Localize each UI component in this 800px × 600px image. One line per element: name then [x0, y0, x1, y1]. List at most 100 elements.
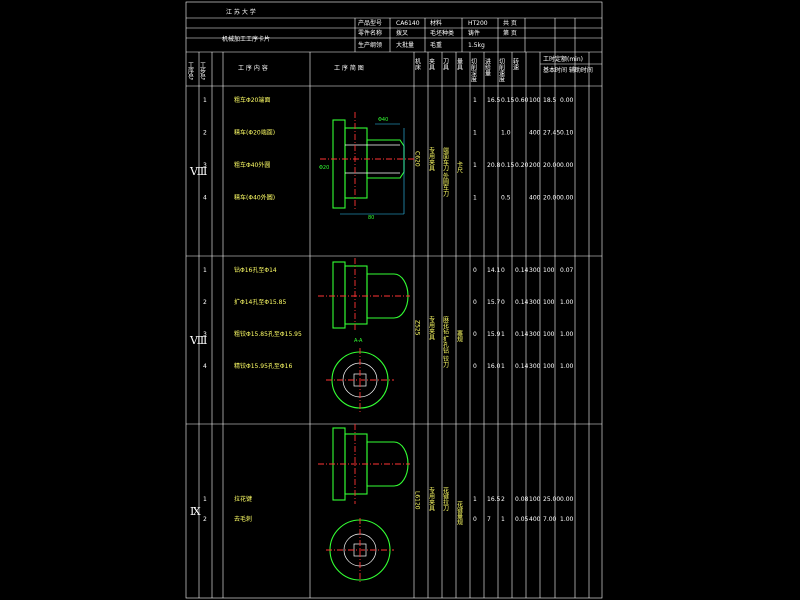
step-parameter: 0.60 [515, 97, 529, 104]
step-parameter: 0.00 [560, 496, 574, 503]
step-parameter: 300 [529, 267, 541, 274]
step-parameter: 0 [473, 299, 477, 306]
step-parameter: 0.00 [560, 162, 574, 169]
fixture-name: 专用夹具 [428, 486, 435, 512]
step-parameter: 0.08 [515, 496, 529, 503]
sketch-1: 80 Φ40 Φ20 [319, 112, 415, 221]
col-feed: 进给量 [484, 57, 491, 77]
card-title: 机械加工工序卡片 [222, 35, 270, 43]
substep-content: 粗车Φ40外圆 [234, 161, 270, 169]
product-model: CA6140 [396, 20, 420, 27]
school-name: 江 苏 大 学 [226, 8, 256, 16]
step-parameter: 0.00 [560, 195, 574, 202]
step-parameter: 100 [543, 363, 555, 370]
col-cut-depth: 切削深度 [470, 58, 477, 83]
tool-name: 麻花钻 扩孔钻 铰刀 [442, 315, 449, 369]
sheet-frame [185, 1, 603, 599]
step-parameter: 1 [473, 162, 477, 169]
sketch-3 [318, 424, 410, 584]
substep-content: 拉花键 [234, 495, 252, 503]
blank-label: 毛坯种类 [430, 29, 454, 37]
production-value: 大批量 [396, 41, 414, 49]
production-label: 生产纲领 [358, 41, 382, 49]
step-parameter: 0.05 [515, 516, 529, 523]
step-parameter: 0.14 [515, 331, 529, 338]
product-model-label: 产品型号 [358, 19, 382, 27]
step-parameter: 1 [501, 331, 505, 338]
substep-content: 去毛刺 [234, 515, 252, 523]
measure-name: 塞规 [456, 329, 463, 343]
step-parameter: 15.7 [487, 299, 501, 306]
tool-name: 端面车刀 外圆车刀 [442, 146, 449, 198]
substep-content: 精车(Φ40外圆) [234, 194, 275, 202]
step-parameter: 0 [501, 299, 505, 306]
step-parameter: 400 [529, 195, 541, 202]
substep-number: 1 [203, 496, 207, 503]
col-substep-no: 工步号 [199, 62, 206, 81]
step-parameter: 20.8 [487, 162, 501, 169]
substep-content: 精车(Φ20端面) [234, 129, 275, 137]
substep-number: 4 [203, 195, 207, 202]
part-name-label: 零件名称 [358, 29, 382, 37]
substep-number: 1 [203, 267, 207, 274]
step-parameter: 0.10 [560, 130, 574, 137]
step-parameter: 14.1 [487, 267, 501, 274]
col-measure: 量具 [456, 58, 463, 71]
step-parameter: 1.0 [501, 130, 511, 137]
step-parameter: 16.5 [487, 97, 501, 104]
step-parameter: 16.5 [487, 496, 501, 503]
operation-number: Ⅷ [189, 165, 207, 178]
col-tool: 刀具 [442, 58, 449, 71]
col-step-content: 工 序 内 容 [238, 64, 268, 72]
step-parameter: 16.0 [487, 363, 501, 370]
step-parameter: 1 [473, 97, 477, 104]
sketch1-length: 80 [368, 215, 374, 221]
step-parameter: 1 [501, 516, 505, 523]
step-parameter: 0.14 [515, 363, 529, 370]
material-label: 材料 [430, 19, 442, 27]
step-parameter: 0 [473, 516, 477, 523]
step-parameter: 27.45 [543, 130, 560, 137]
col-step-sketch: 工 序 简 图 [334, 64, 364, 72]
measure-name: 卡尺 [456, 160, 463, 174]
step-parameter: 15.9 [487, 331, 501, 338]
step-parameter: 0.5 [501, 195, 511, 202]
fixture-name: 专用夹具 [428, 315, 435, 341]
step-parameter: 300 [529, 299, 541, 306]
step-parameter: 2 [501, 496, 505, 503]
sketch1-dia: Φ40 [378, 117, 388, 123]
fixture-name: 专用夹具 [428, 146, 435, 172]
substep-content: 扩Φ14孔至Φ15.85 [234, 298, 286, 306]
substep-number: 3 [203, 331, 207, 338]
tool-name: 花键拉刀 [442, 486, 449, 512]
operation-number: Ⅷ [189, 334, 207, 347]
col-machine: 机床 [414, 57, 421, 71]
weight-value: 1.5kg [468, 42, 485, 49]
sketch-2: A-A [318, 258, 410, 412]
step-parameter: 1.00 [560, 516, 574, 523]
step-parameter: 0.00 [560, 97, 574, 104]
col-speed: 切削速度 [498, 58, 505, 83]
substep-content: 钻Φ16孔至Φ14 [234, 266, 277, 274]
substep-number: 3 [203, 162, 207, 169]
machine-name: Z525 [414, 320, 421, 336]
step-parameter: 300 [529, 331, 541, 338]
step-parameter: 20.00 [543, 195, 560, 202]
step-parameter: 400 [529, 516, 541, 523]
step-parameter: 1 [473, 130, 477, 137]
substep-number: 2 [203, 130, 207, 137]
step-parameter: 100 [543, 267, 555, 274]
step-parameter: 18.5 [543, 97, 557, 104]
step-parameter: 1 [501, 363, 505, 370]
weight-label: 毛重 [430, 41, 442, 49]
step-parameter: 0.07 [560, 267, 574, 274]
step-parameter: 0.15 [501, 97, 515, 104]
substep-number: 4 [203, 363, 207, 370]
step-parameter: 0.14 [515, 299, 529, 306]
step-parameter: 0.15 [501, 162, 515, 169]
step-parameter: 7.00 [543, 516, 557, 523]
step-parameter: 400 [529, 130, 541, 137]
step-parameter: 1 [473, 195, 477, 202]
